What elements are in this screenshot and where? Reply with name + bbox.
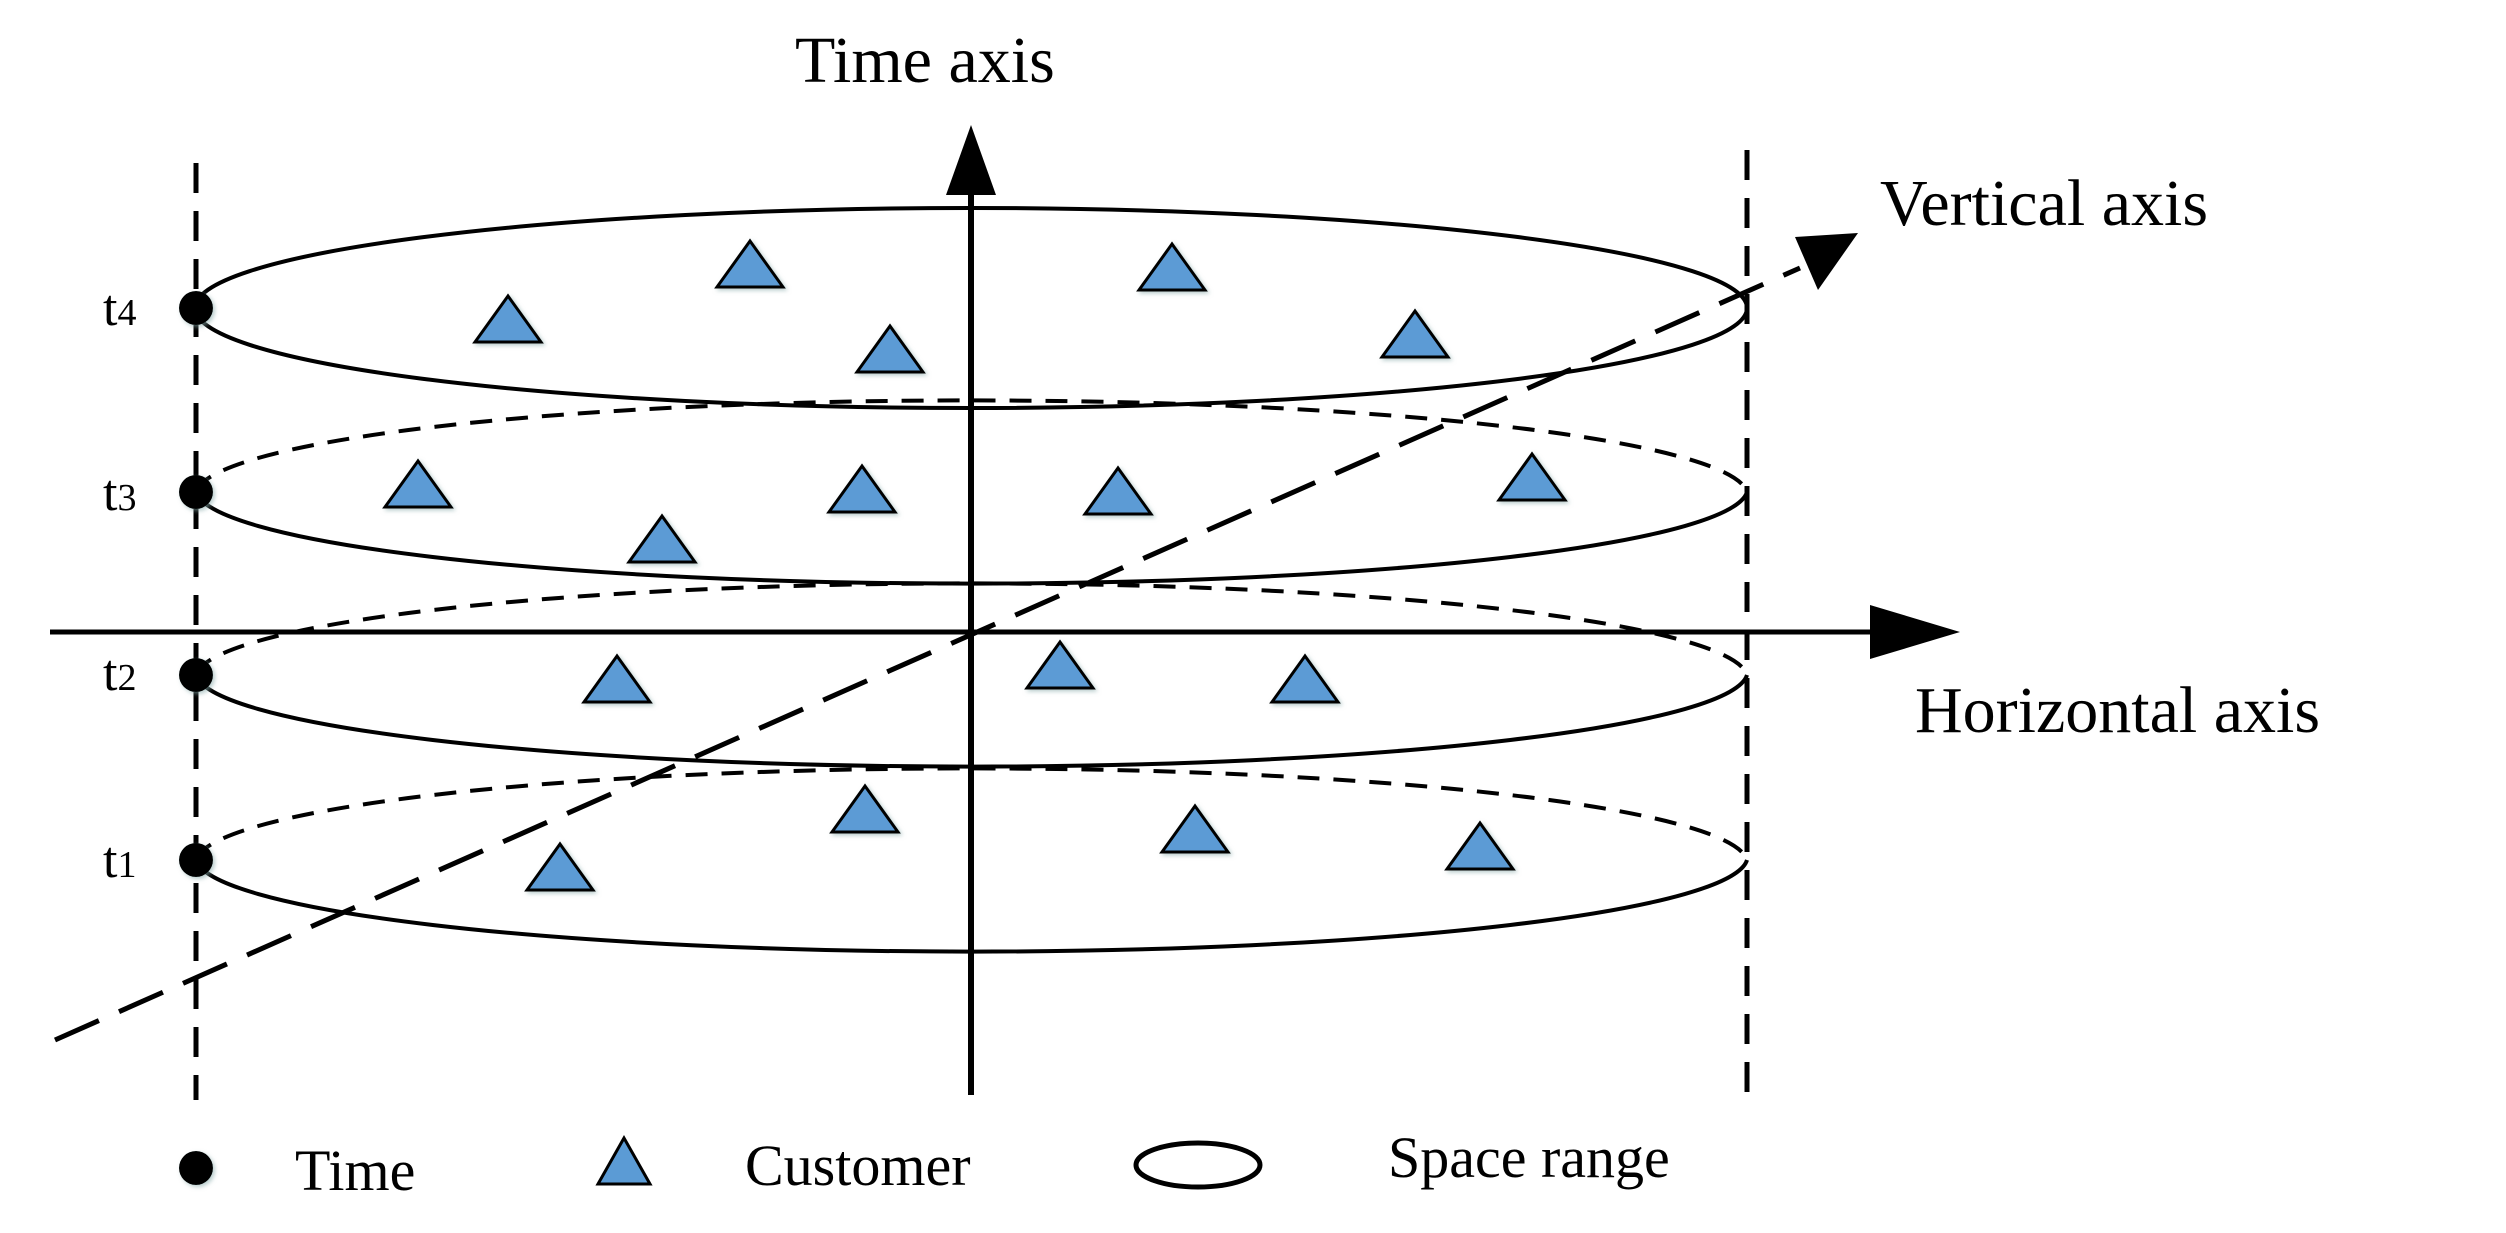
layer-label-t4: t4 [103,280,136,337]
customer-triangle-icon [382,458,454,509]
legend-time-label: Time [295,1138,415,1203]
horizontal-axis-arrowhead [1870,605,1960,659]
customer-triangle-icon [472,293,544,344]
customer-triangle-icon [1159,803,1231,854]
customer-triangle-icon [714,238,786,289]
legend: Time Customer Space range [179,1125,1670,1203]
customer-triangle-icon [581,653,653,704]
customer-triangle-icon [1444,820,1516,871]
time-axis-label: Time axis [795,24,1055,97]
time-dot-icon [179,658,213,692]
customer-triangle-icon [1496,451,1568,502]
customer-triangle-icon [524,841,596,892]
customer-triangle-icon [1379,308,1451,359]
time-markers [179,291,213,877]
layer-label-t1: t1 [103,832,136,889]
customer-markers [382,238,1568,892]
horizontal-axis-label: Horizontal axis [1915,674,2320,747]
customer-triangle-icon [1082,465,1154,516]
time-dot-icon [179,291,213,325]
customer-triangle-icon [826,463,898,514]
legend-customer-label: Customer [745,1133,971,1198]
customer-triangle-icon [829,783,901,834]
legend-customer-icon [595,1134,653,1186]
layer-label-t3: t3 [103,465,136,522]
legend-space-range-label: Space range [1388,1125,1670,1190]
customer-triangle-icon [1136,241,1208,292]
legend-time-icon [179,1151,213,1185]
customer-triangle-icon [854,323,926,374]
layer-label-t2: t2 [103,645,136,702]
vertical-axis-line [53,265,1802,1043]
customer-triangle-icon [626,513,698,564]
vertical-axis-arrowhead [1795,233,1858,290]
time-dot-icon [179,475,213,509]
time-axis-arrowhead [946,125,996,195]
customer-triangle-icon [1024,639,1096,690]
time-dot-icon [179,843,213,877]
vertical-axis-label: Vertical axis [1880,167,2208,240]
legend-space-range-icon [1133,1140,1263,1190]
customer-triangle-icon [1269,653,1341,704]
